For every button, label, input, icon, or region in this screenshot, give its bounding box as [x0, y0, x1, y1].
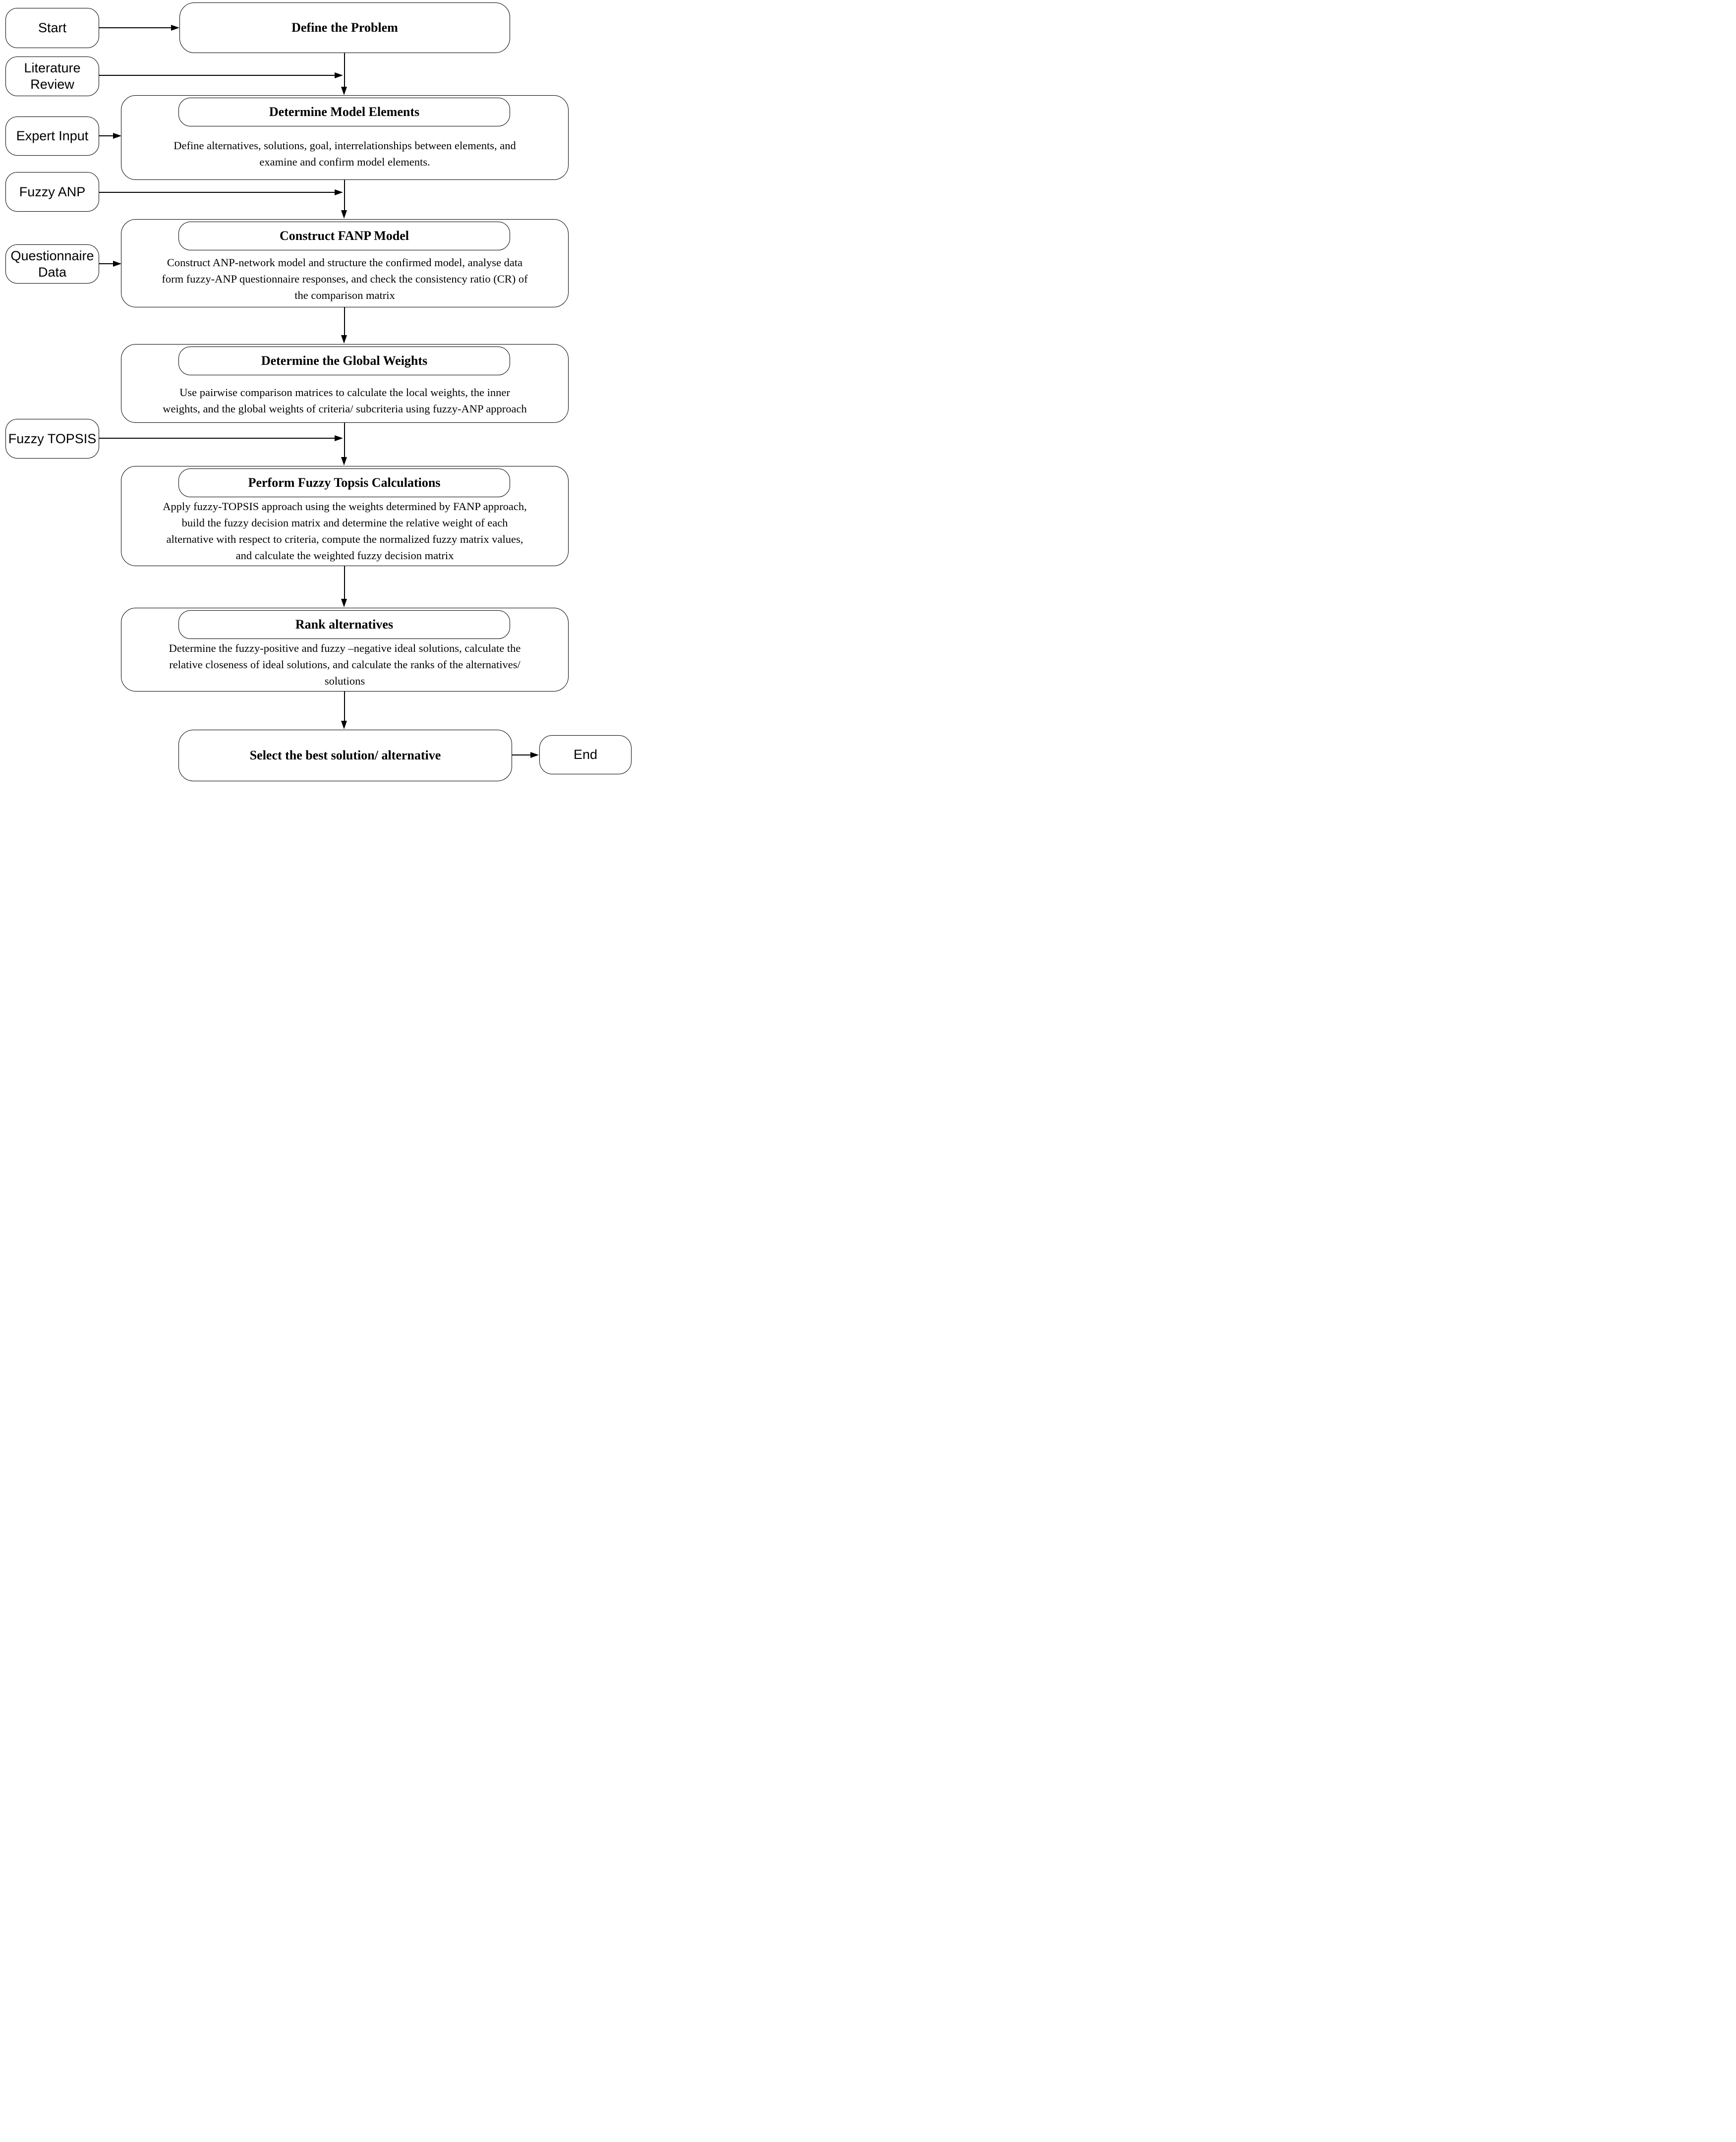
arrowhead-elements-to-fanp: [341, 210, 347, 219]
node-rank-alternatives: Rank alternatives Determine the fuzzy-po…: [121, 608, 569, 692]
arrowhead-fanp-to-weights: [341, 335, 347, 344]
arrowhead-weights-to-topsis: [341, 457, 347, 465]
node-determine-model-elements-title: Determine Model Elements: [269, 105, 420, 119]
node-rank-alternatives-body: Determine the fuzzy-positive and fuzzy –…: [169, 642, 521, 687]
node-define-problem-title: Define the Problem: [291, 20, 398, 35]
node-determine-model-elements-body: Define alternatives, solutions, goal, in…: [174, 139, 516, 168]
node-determine-global-weights: Determine the Global Weights Use pairwis…: [121, 344, 569, 423]
line-fuzzy-anp-to-flow: [99, 192, 335, 193]
arrowhead-rank-to-select: [341, 721, 347, 729]
line-topsis-to-rank: [344, 566, 345, 599]
node-determine-model-elements-title-box: Determine Model Elements: [178, 98, 510, 126]
node-fuzzy-topsis-label: Fuzzy TOPSIS: [8, 431, 97, 446]
node-rank-alternatives-title: Rank alternatives: [295, 617, 394, 632]
line-rank-to-select: [344, 692, 345, 721]
arrowhead-select-to-end: [530, 752, 539, 758]
node-rank-alternatives-title-box: Rank alternatives: [178, 610, 510, 639]
arrowhead-literature-to-flow: [335, 72, 343, 78]
arrowhead-fuzzy-anp-to-flow: [335, 189, 343, 195]
line-define-to-elements: [344, 53, 345, 87]
node-construct-fanp-model: Construct FANP Model Construct ANP-netwo…: [121, 219, 569, 307]
line-elements-to-fanp: [344, 180, 345, 211]
node-expert-input-label: Expert Input: [16, 128, 89, 143]
node-fuzzy-anp-label: Fuzzy ANP: [19, 184, 86, 199]
node-perform-fuzzy-topsis: Perform Fuzzy Topsis Calculations Apply …: [121, 466, 569, 566]
node-construct-fanp-model-title: Construct FANP Model: [280, 229, 409, 243]
flowchart-canvas: Start Literature Review Expert Input Fuz…: [0, 0, 635, 783]
line-questionnaire-to-fanp: [99, 263, 114, 264]
node-start: Start: [5, 8, 99, 48]
node-determine-model-elements: Determine Model Elements Define alternat…: [121, 95, 569, 180]
node-literature-review-label: Literature Review: [24, 60, 81, 92]
node-expert-input: Expert Input: [5, 116, 99, 156]
arrowhead-questionnaire-to-fanp: [113, 261, 121, 267]
node-start-label: Start: [38, 20, 67, 35]
node-define-problem: Define the Problem: [179, 2, 510, 53]
node-fuzzy-topsis: Fuzzy TOPSIS: [5, 419, 99, 459]
node-determine-global-weights-body: Use pairwise comparison matrices to calc…: [163, 386, 527, 415]
line-fanp-to-weights: [344, 307, 345, 336]
node-construct-fanp-model-body: Construct ANP-network model and structur…: [162, 256, 528, 301]
line-expert-to-elements: [99, 135, 114, 136]
node-select-best: Select the best solution/ alternative: [178, 730, 512, 781]
line-fuzzy-topsis-to-flow: [99, 438, 335, 439]
node-perform-fuzzy-topsis-title-box: Perform Fuzzy Topsis Calculations: [178, 468, 510, 497]
node-questionnaire-data: Questionnaire Data: [5, 244, 99, 284]
node-questionnaire-data-label: Questionnaire Data: [10, 248, 94, 280]
line-weights-to-topsis: [344, 423, 345, 458]
line-literature-to-flow: [99, 75, 335, 76]
node-end: End: [539, 735, 632, 774]
arrowhead-expert-to-elements: [113, 133, 121, 139]
node-fuzzy-anp: Fuzzy ANP: [5, 172, 99, 212]
node-perform-fuzzy-topsis-title: Perform Fuzzy Topsis Calculations: [248, 475, 441, 490]
line-select-to-end: [512, 754, 531, 755]
node-construct-fanp-model-title-box: Construct FANP Model: [178, 222, 510, 250]
arrowhead-topsis-to-rank: [341, 599, 347, 607]
node-end-label: End: [573, 747, 598, 762]
node-determine-global-weights-title-box: Determine the Global Weights: [178, 347, 510, 375]
node-literature-review: Literature Review: [5, 57, 99, 96]
arrowhead-fuzzy-topsis-to-flow: [335, 435, 343, 441]
node-determine-global-weights-title: Determine the Global Weights: [261, 353, 428, 368]
arrowhead-start-to-define: [171, 25, 179, 31]
arrowhead-define-to-elements: [341, 87, 347, 95]
line-start-to-define: [99, 27, 172, 28]
node-select-best-title: Select the best solution/ alternative: [249, 748, 441, 762]
node-perform-fuzzy-topsis-body: Apply fuzzy-TOPSIS approach using the we…: [163, 500, 527, 562]
